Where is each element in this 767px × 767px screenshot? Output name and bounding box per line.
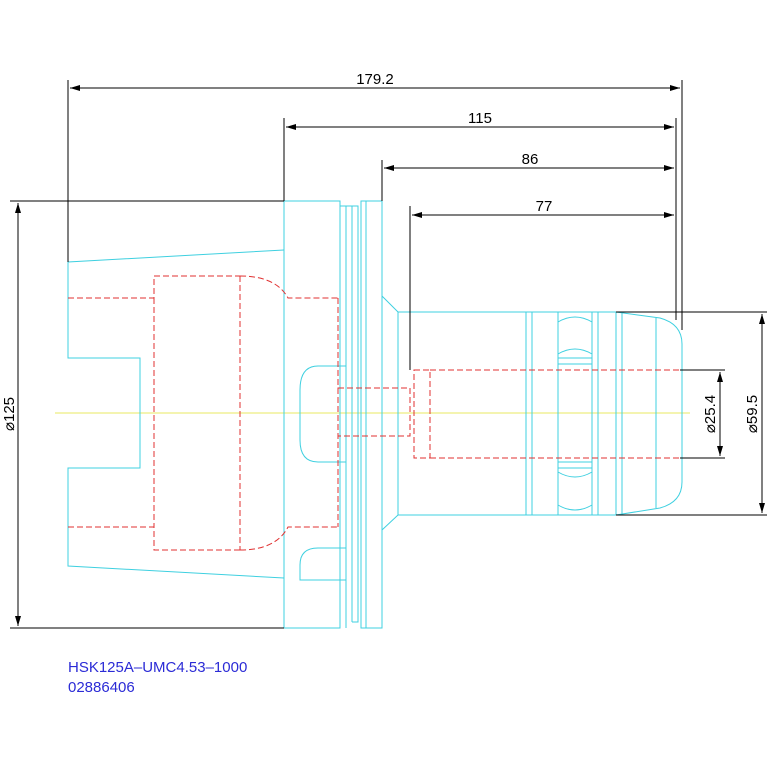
article-number-label: 02886406 [68, 679, 135, 696]
dimension-lines [10, 80, 767, 629]
hidden-lines [68, 275, 680, 551]
dim-flange-to-end: 115 [468, 110, 492, 127]
dim-nose-diameter: ⌀59.5 [744, 395, 761, 433]
dim-overall-length: 179.2 [356, 71, 394, 88]
part-outline [67, 200, 683, 629]
dim-bore-diameter: ⌀25.4 [702, 395, 719, 433]
dim-groove-to-end: 86 [522, 151, 539, 168]
part-number-label: HSK125A–UMC4.53–1000 [68, 659, 248, 676]
dim-flange-diameter: ⌀125 [1, 397, 18, 431]
dim-bore-to-end: 77 [536, 198, 553, 215]
